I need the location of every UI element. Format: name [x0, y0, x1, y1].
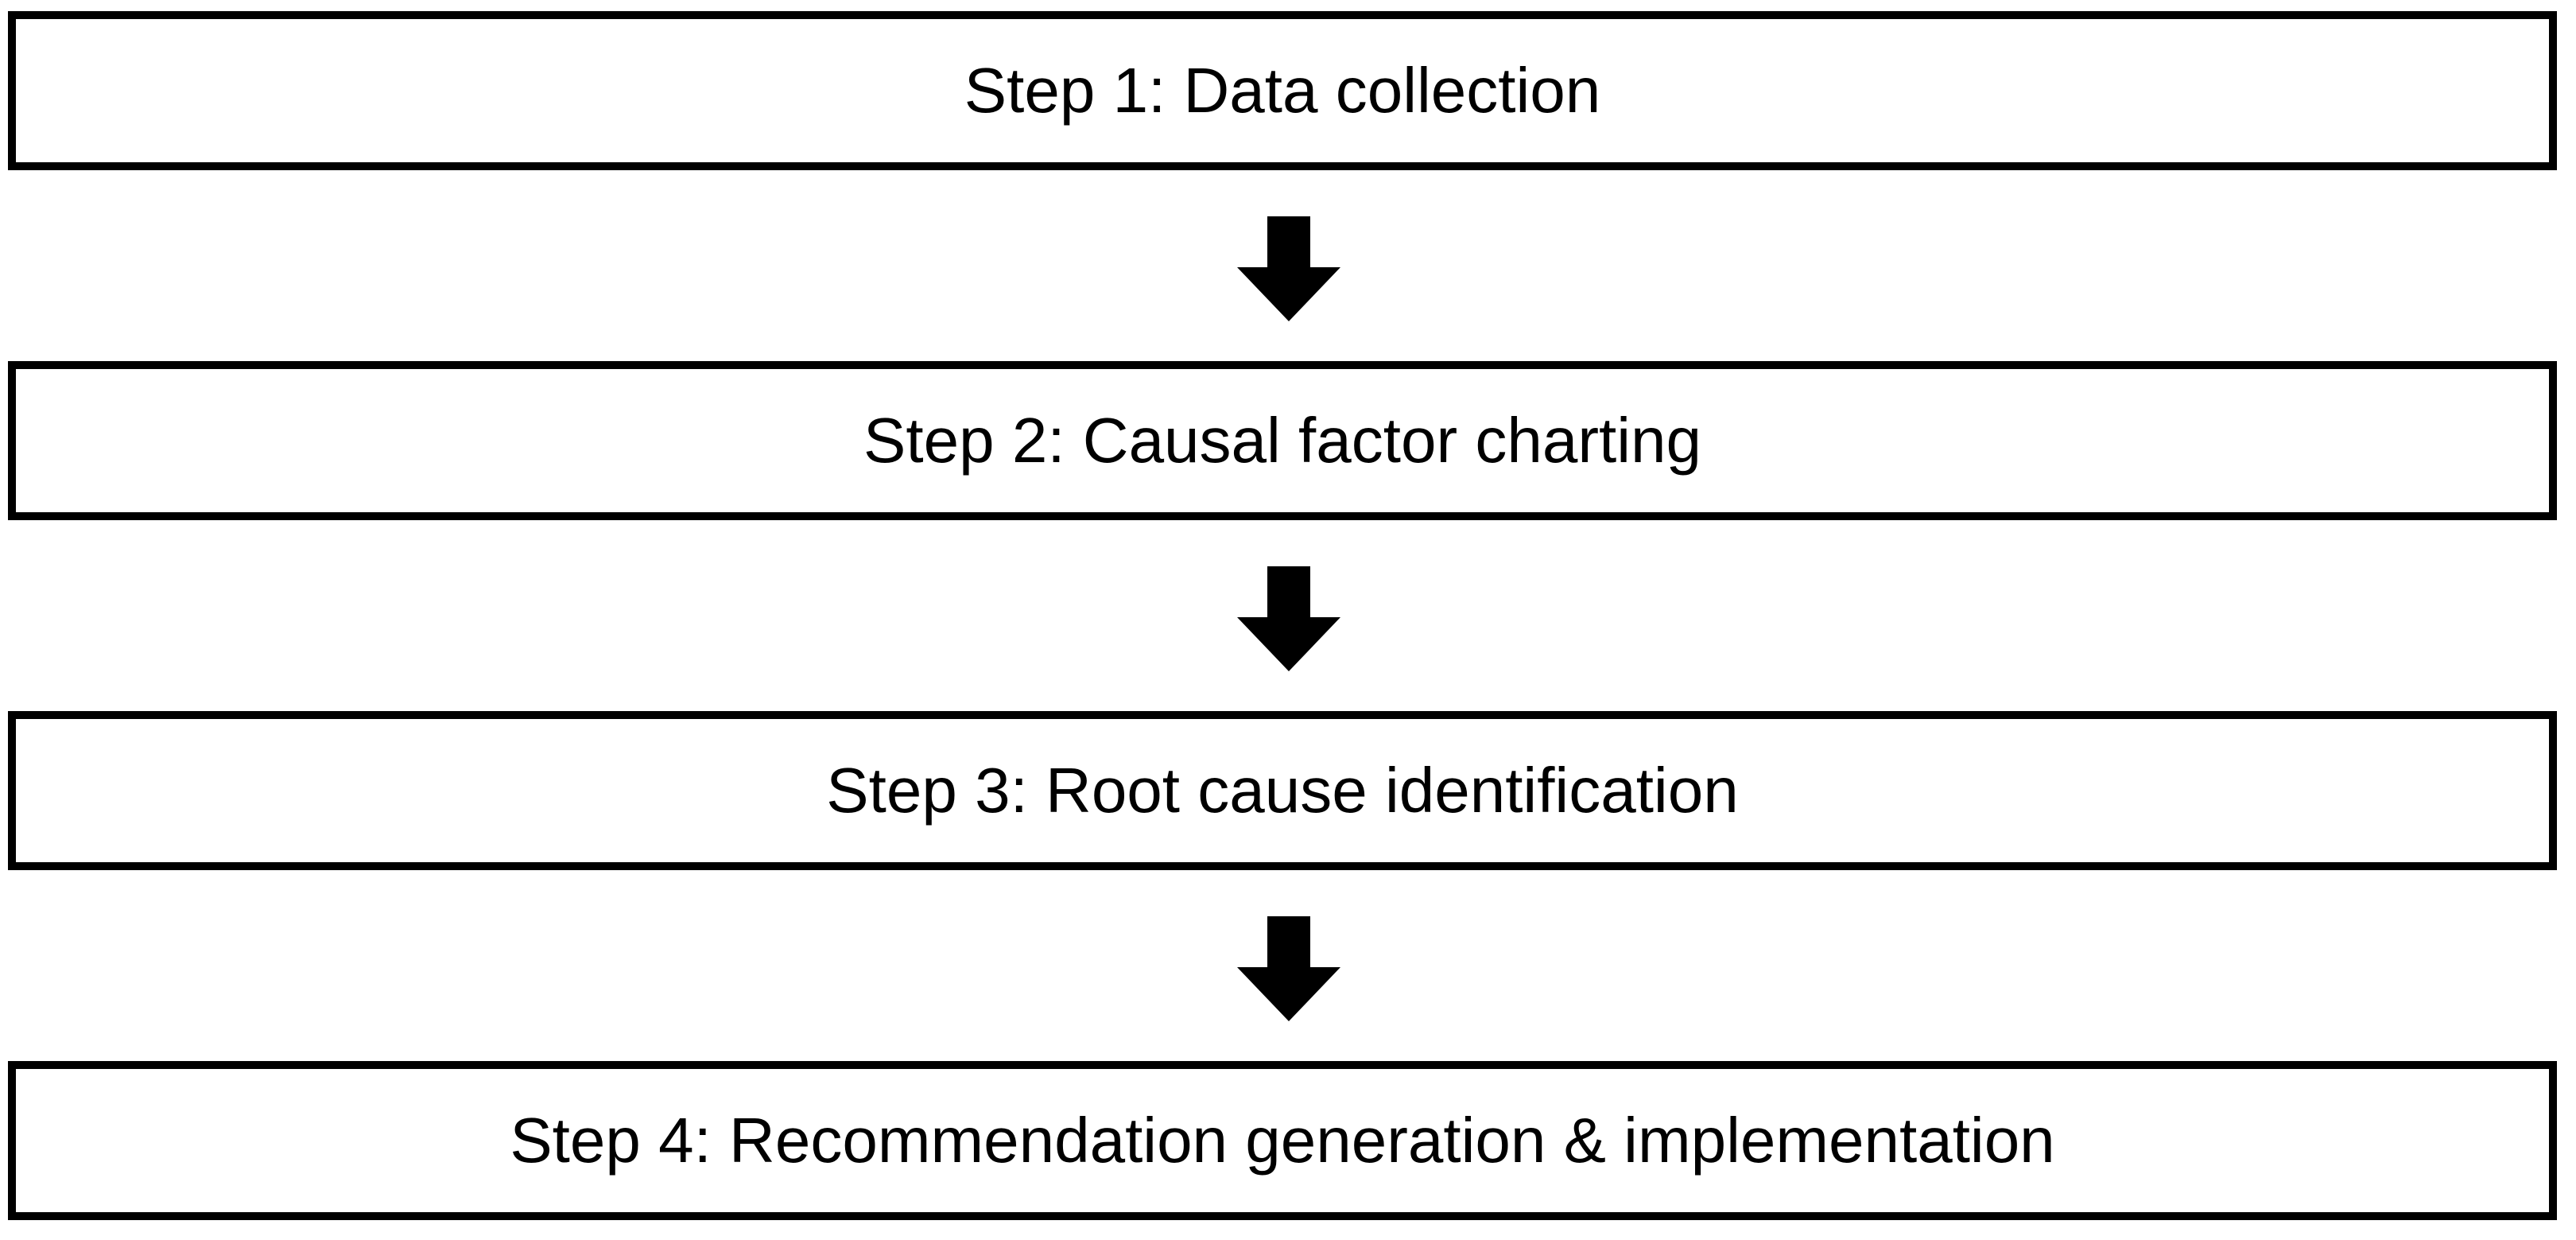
step-2-label: Step 2: Causal factor charting [863, 405, 1701, 476]
down-arrow-icon [1237, 566, 1340, 671]
step-3-label: Step 3: Root cause identification [826, 755, 1739, 826]
down-arrow-icon [1237, 916, 1340, 1021]
step-3-box: Step 3: Root cause identification [8, 711, 2557, 870]
step-4-label: Step 4: Recommendation generation & impl… [510, 1105, 2055, 1176]
down-arrow-icon [1237, 216, 1340, 321]
step-4-box: Step 4: Recommendation generation & impl… [8, 1061, 2557, 1220]
step-1-label: Step 1: Data collection [964, 55, 1601, 126]
step-1-box: Step 1: Data collection [8, 11, 2557, 170]
step-2-box: Step 2: Causal factor charting [8, 361, 2557, 520]
